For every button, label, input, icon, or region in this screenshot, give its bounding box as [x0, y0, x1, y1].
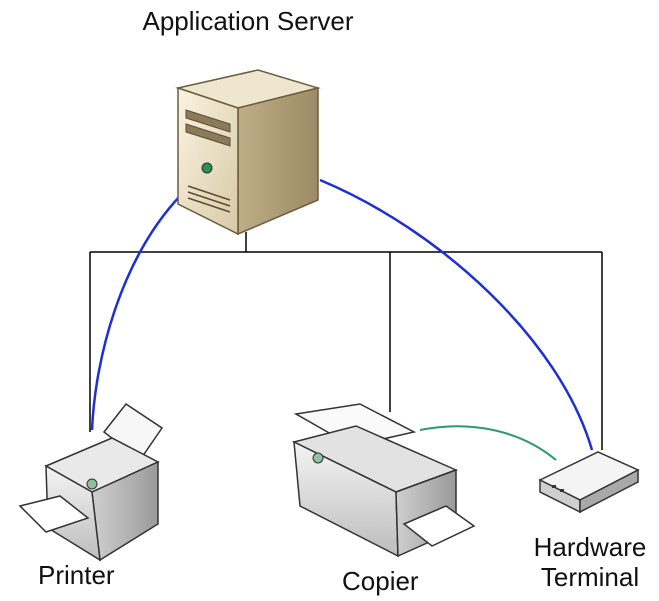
link-copier-terminal — [419, 425, 557, 461]
terminal-label: Hardware Terminal — [520, 532, 659, 592]
link-server-printer — [90, 195, 181, 431]
server-tower-icon — [175, 69, 321, 236]
copier-icon — [291, 403, 476, 558]
printer-icon — [18, 402, 164, 562]
server-label: Application Server — [142, 6, 354, 36]
copier-label: Copier — [342, 566, 419, 596]
link-server-terminal — [319, 178, 594, 451]
bus-connectors — [89, 232, 603, 450]
printer-label: Printer — [38, 560, 115, 590]
terminal-label-line1: Hardware — [533, 532, 647, 562]
hardware-terminal-icon — [538, 451, 640, 514]
terminal-label-line2: Terminal — [540, 562, 640, 592]
